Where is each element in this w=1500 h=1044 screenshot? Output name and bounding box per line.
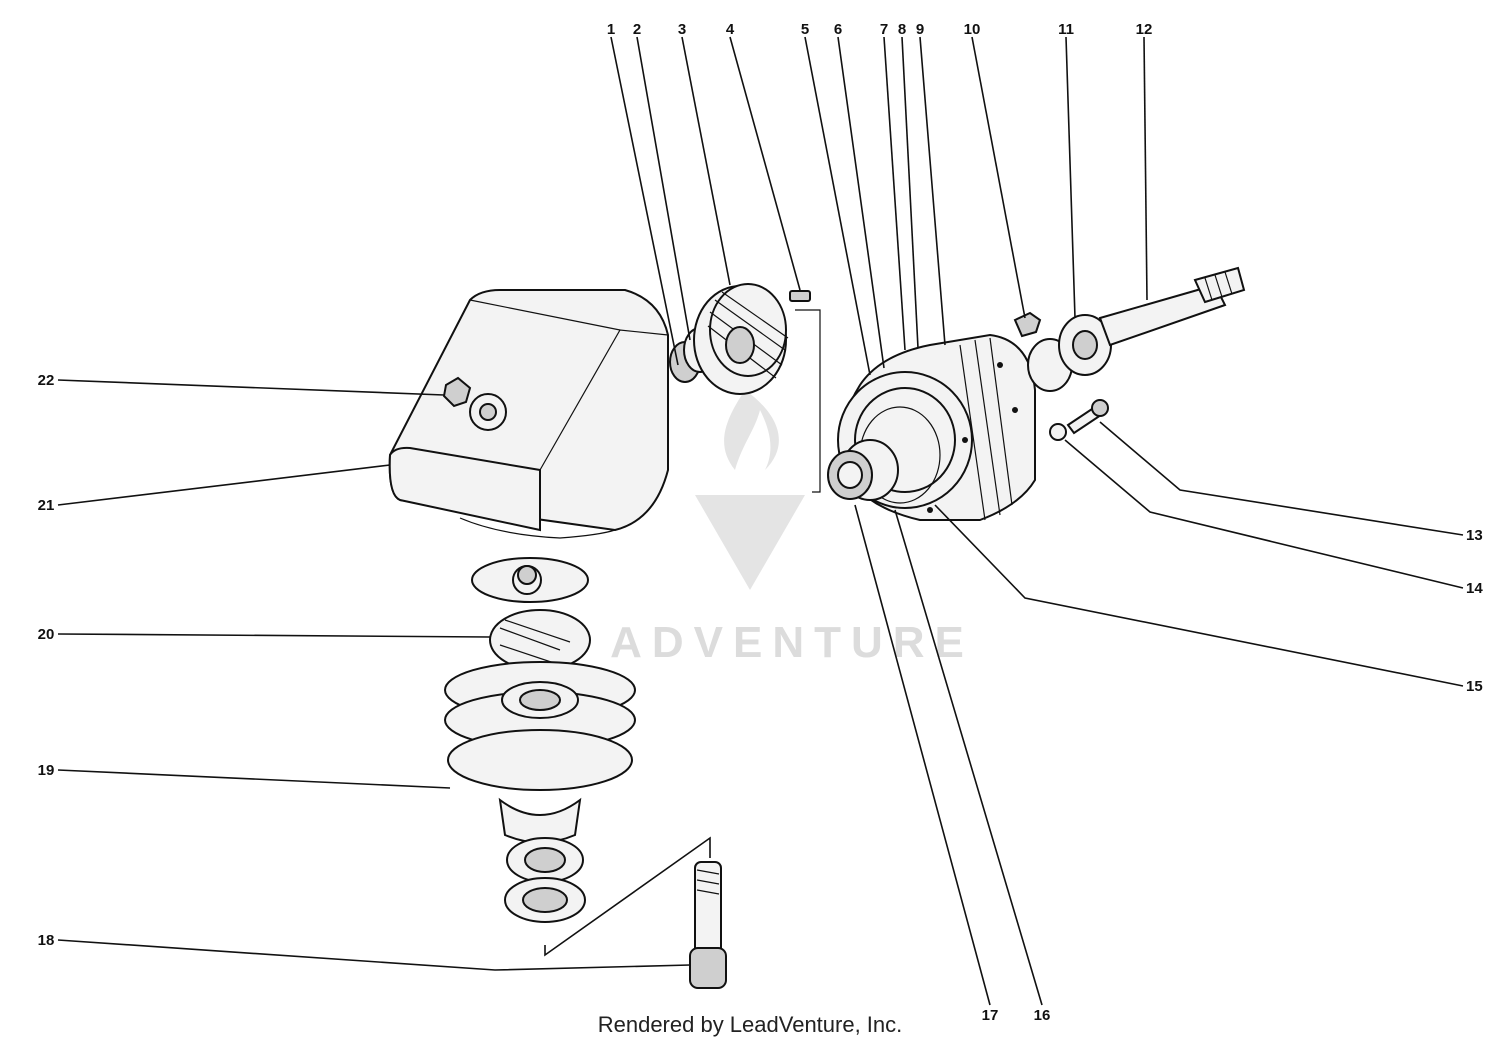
input-shaft-assembly: [1027, 266, 1246, 392]
bolt-and-washer: [1049, 399, 1109, 441]
callout-18: 18: [38, 932, 55, 949]
callout-4: 4: [726, 21, 735, 38]
lower-gear-stack: [444, 557, 636, 923]
output-shaft: [689, 861, 727, 989]
watermark-text: ADVENTURE: [610, 618, 974, 667]
callout-9: 9: [916, 21, 924, 38]
callout-21: 21: [38, 497, 55, 514]
callout-labels: 1 2 3 4 5 6 7 8 9 10 11 12 13 14 15 16 1…: [38, 21, 1484, 1024]
callout-16: 16: [1034, 1007, 1051, 1024]
gearbox-housing: [388, 289, 669, 539]
watermark-v-icon: [695, 495, 805, 590]
callout-3: 3: [678, 21, 686, 38]
grease-fitting: [1013, 311, 1042, 338]
callout-14: 14: [1466, 580, 1483, 597]
callout-6: 6: [834, 21, 842, 38]
callout-1: 1: [607, 21, 615, 38]
callout-7: 7: [880, 21, 888, 38]
leader-lines: [57, 36, 1464, 1006]
callout-5: 5: [801, 21, 809, 38]
callout-2: 2: [633, 21, 641, 38]
watermark-flame-icon: [724, 390, 779, 470]
callout-8: 8: [898, 21, 906, 38]
side-housing-assembly: [827, 311, 1042, 521]
callout-17: 17: [982, 1007, 999, 1024]
fill-plug: [442, 376, 472, 408]
callout-12: 12: [1136, 21, 1153, 38]
watermark: ADVENTURE: [610, 390, 974, 667]
callout-13: 13: [1466, 527, 1483, 544]
callout-19: 19: [38, 762, 55, 779]
gear-key: [789, 290, 811, 302]
callout-20: 20: [38, 626, 55, 643]
callout-15: 15: [1466, 678, 1483, 695]
callout-22: 22: [38, 372, 55, 389]
callout-10: 10: [964, 21, 981, 38]
callout-11: 11: [1058, 21, 1074, 38]
footer-credit: Rendered by LeadVenture, Inc.: [598, 1012, 903, 1037]
upper-bevel-gear: [669, 283, 789, 395]
